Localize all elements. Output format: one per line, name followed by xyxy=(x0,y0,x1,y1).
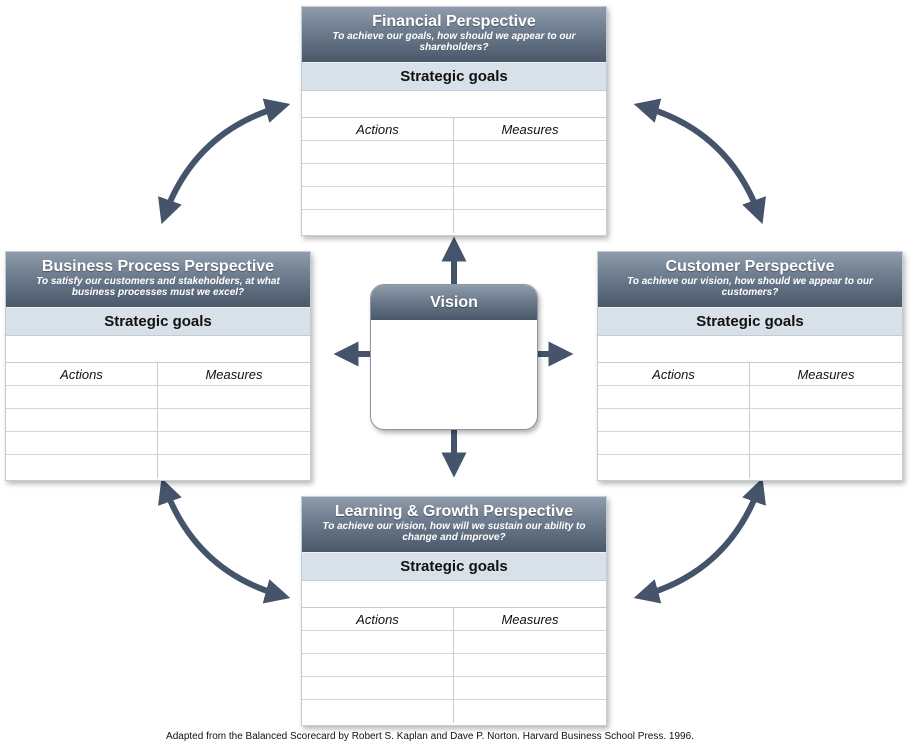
action-cell[interactable] xyxy=(6,386,158,409)
card-title: Financial Perspective xyxy=(372,13,536,30)
action-cell[interactable] xyxy=(6,409,158,432)
measure-cell[interactable] xyxy=(158,455,310,478)
measure-cell[interactable] xyxy=(454,654,606,677)
source-credit: Adapted from the Balanced Scorecard by R… xyxy=(166,731,694,742)
action-cell[interactable] xyxy=(302,187,454,210)
actions-measures-table: Actions Measures xyxy=(302,608,606,723)
learning-growth-perspective-card: Learning & Growth Perspective To achieve… xyxy=(301,496,607,726)
card-subtitle: To achieve our vision, how should we app… xyxy=(627,276,873,298)
vision-field[interactable] xyxy=(371,320,537,429)
action-cell[interactable] xyxy=(598,455,750,478)
actions-header: Actions xyxy=(598,363,750,386)
action-cell[interactable] xyxy=(302,631,454,654)
vision-title: Vision xyxy=(371,285,537,320)
strategic-goals-field[interactable] xyxy=(302,91,606,118)
measure-cell[interactable] xyxy=(158,409,310,432)
action-cell[interactable] xyxy=(598,432,750,455)
card-subtitle: To achieve our goals, how should we appe… xyxy=(332,31,576,53)
actions-measures-table: Actions Measures xyxy=(598,363,902,478)
actions-header: Actions xyxy=(6,363,158,386)
card-header: Business Process Perspective To satisfy … xyxy=(6,252,310,307)
action-cell[interactable] xyxy=(598,409,750,432)
card-header: Learning & Growth Perspective To achieve… xyxy=(302,497,606,552)
measure-cell[interactable] xyxy=(750,386,902,409)
strategic-goals-field[interactable] xyxy=(302,581,606,608)
strategic-goals-label: Strategic goals xyxy=(6,307,310,336)
action-cell[interactable] xyxy=(6,432,158,455)
strategic-goals-field[interactable] xyxy=(6,336,310,363)
business-process-perspective-card: Business Process Perspective To satisfy … xyxy=(5,251,311,481)
action-cell[interactable] xyxy=(302,677,454,700)
arrow-financial-business xyxy=(158,98,291,225)
measures-header: Measures xyxy=(158,363,310,386)
measures-header: Measures xyxy=(454,118,606,141)
action-cell[interactable] xyxy=(302,654,454,677)
strategic-goals-label: Strategic goals xyxy=(302,552,606,581)
financial-perspective-card: Financial Perspective To achieve our goa… xyxy=(301,6,607,236)
card-title: Learning & Growth Perspective xyxy=(334,503,574,520)
action-cell[interactable] xyxy=(6,455,158,478)
measure-cell[interactable] xyxy=(158,386,310,409)
arrow-customer-learning xyxy=(633,477,766,604)
measure-cell[interactable] xyxy=(750,409,902,432)
action-cell[interactable] xyxy=(302,210,454,233)
arrow-financial-customer xyxy=(633,98,766,225)
customer-perspective-card: Customer Perspective To achieve our visi… xyxy=(597,251,903,481)
measure-cell[interactable] xyxy=(454,631,606,654)
measure-cell[interactable] xyxy=(750,432,902,455)
measure-cell[interactable] xyxy=(454,187,606,210)
vision-box: Vision xyxy=(370,284,538,430)
actions-measures-table: Actions Measures xyxy=(6,363,310,478)
actions-header: Actions xyxy=(302,608,454,631)
measure-cell[interactable] xyxy=(750,455,902,478)
card-title: Customer Perspective xyxy=(665,258,835,275)
measure-cell[interactable] xyxy=(454,210,606,233)
card-subtitle: To achieve our vision, how will we susta… xyxy=(322,521,586,543)
measure-cell[interactable] xyxy=(158,432,310,455)
action-cell[interactable] xyxy=(598,386,750,409)
action-cell[interactable] xyxy=(302,164,454,187)
action-cell[interactable] xyxy=(302,700,454,723)
measures-header: Measures xyxy=(454,608,606,631)
measures-header: Measures xyxy=(750,363,902,386)
measure-cell[interactable] xyxy=(454,700,606,723)
measure-cell[interactable] xyxy=(454,164,606,187)
strategic-goals-label: Strategic goals xyxy=(598,307,902,336)
card-title: Business Process Perspective xyxy=(41,258,275,275)
actions-measures-table: Actions Measures xyxy=(302,118,606,233)
card-header: Customer Perspective To achieve our visi… xyxy=(598,252,902,307)
actions-header: Actions xyxy=(302,118,454,141)
measure-cell[interactable] xyxy=(454,141,606,164)
strategic-goals-field[interactable] xyxy=(598,336,902,363)
measure-cell[interactable] xyxy=(454,677,606,700)
arrow-business-learning xyxy=(158,477,291,604)
card-subtitle: To satisfy our customers and stakeholder… xyxy=(36,276,280,298)
card-header: Financial Perspective To achieve our goa… xyxy=(302,7,606,62)
strategic-goals-label: Strategic goals xyxy=(302,62,606,91)
action-cell[interactable] xyxy=(302,141,454,164)
